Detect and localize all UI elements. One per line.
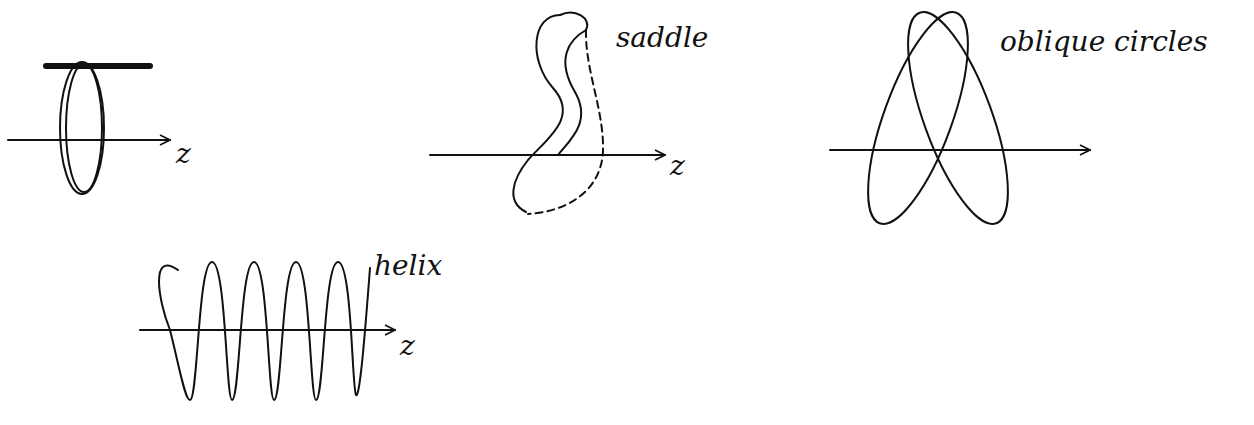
axis-label: z [400,332,415,360]
z-axis [8,139,170,141]
z-axis [830,149,1090,151]
axis-label: z [670,152,685,180]
coil-label: oblique circles [1000,28,1208,56]
axis-label: z [176,140,191,168]
helix-coil [159,262,370,400]
coil-label: helix [374,252,442,280]
saddle-coil [513,13,603,214]
loop-coil [46,62,150,194]
z-axis [430,154,665,156]
coil-label: saddle [616,24,708,52]
